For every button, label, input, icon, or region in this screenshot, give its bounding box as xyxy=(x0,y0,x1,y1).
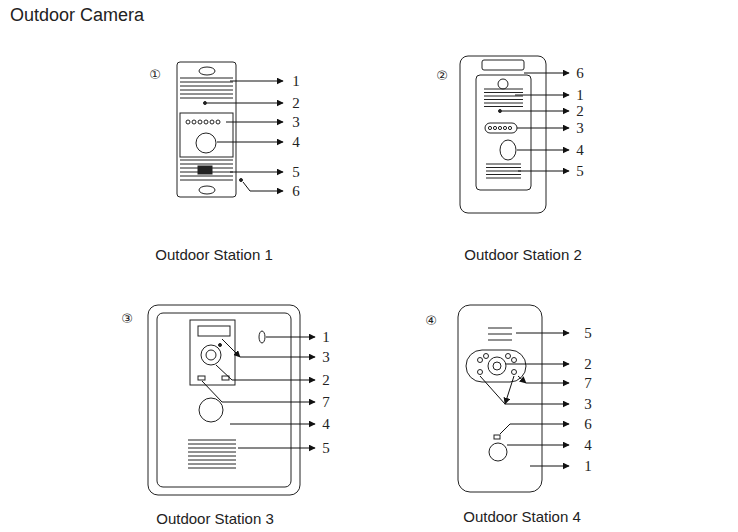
callout-number: 3 xyxy=(584,397,592,412)
callout-number: 7 xyxy=(322,395,330,410)
station-index: ② xyxy=(436,69,448,82)
station-caption: Outdoor Station 2 xyxy=(464,247,582,262)
callout-number: 4 xyxy=(584,438,592,453)
callout-number: 3 xyxy=(322,350,330,365)
callout-number: 6 xyxy=(576,66,584,81)
callout-number: 1 xyxy=(292,74,300,89)
callout-number: 6 xyxy=(292,184,300,199)
page-title: Outdoor Camera xyxy=(10,6,144,24)
station-index: ① xyxy=(149,68,161,81)
callout-number: 3 xyxy=(292,115,300,130)
station-body xyxy=(177,62,236,197)
callout-number: 2 xyxy=(322,373,330,388)
callout-number: 4 xyxy=(322,417,330,432)
callout-number: 1 xyxy=(322,330,330,345)
callout-number: 1 xyxy=(584,459,592,474)
callout-number: 1 xyxy=(576,88,584,103)
callout-number: 3 xyxy=(576,121,584,136)
callout-number: 4 xyxy=(576,143,584,158)
callout-number: 2 xyxy=(584,357,592,372)
callout-number: 5 xyxy=(584,326,592,341)
callout-number: 5 xyxy=(576,164,584,179)
callout-number: 5 xyxy=(292,165,300,180)
station-caption: Outdoor Station 1 xyxy=(155,247,273,262)
callout-number: 2 xyxy=(292,96,300,111)
station-index: ④ xyxy=(425,314,437,327)
station-caption: Outdoor Station 4 xyxy=(463,509,581,524)
callout-number: 6 xyxy=(584,417,592,432)
callout-number: 7 xyxy=(584,376,592,391)
callout-number: 2 xyxy=(576,104,584,119)
callout-number: 4 xyxy=(292,135,300,150)
callout-number: 5 xyxy=(322,441,330,456)
station-index: ③ xyxy=(121,312,133,325)
station-caption: Outdoor Station 3 xyxy=(156,511,274,526)
